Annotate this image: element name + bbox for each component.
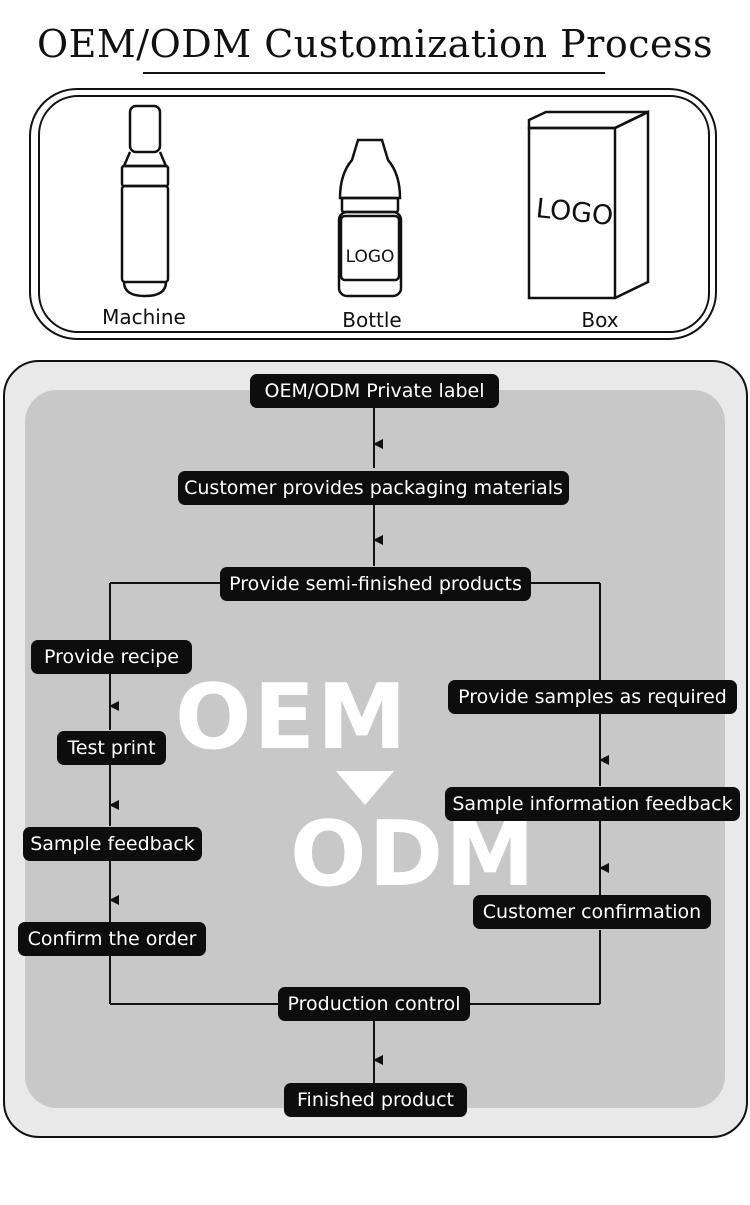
page-title: OEM/ODM Customization Process <box>36 22 713 66</box>
watermark-oem: OEM <box>175 665 409 770</box>
flow-right-provide-samples: Provide samples as required <box>448 680 737 714</box>
title-underline <box>143 72 605 74</box>
bottle-label: Bottle <box>342 308 402 332</box>
flow-left-provide-recipe: Provide recipe <box>31 640 192 674</box>
watermark-triangle-icon <box>336 771 394 805</box>
flow-right-sample-info-feedback: Sample information feedback <box>445 787 740 821</box>
bottle-logo: LOGO <box>345 247 395 267</box>
watermark-odm: ODM <box>290 802 537 907</box>
flow-left-sample-feedback: Sample feedback <box>23 827 202 861</box>
flow-left-confirm-order: Confirm the order <box>18 922 206 956</box>
products-panel-outer <box>29 88 717 340</box>
flow-step-packaging-materials: Customer provides packaging materials <box>178 471 569 505</box>
flow-right-customer-confirmation: Customer confirmation <box>473 895 711 929</box>
flow-step-semi-finished: Provide semi-finished products <box>220 567 531 601</box>
bottle-icon <box>337 138 403 298</box>
box-label: Box <box>581 308 619 332</box>
products-panel-inner <box>38 95 710 333</box>
flow-left-test-print: Test print <box>57 731 166 765</box>
machine-label: Machine <box>102 305 186 329</box>
flow-step-production-control: Production control <box>278 987 470 1021</box>
box-icon <box>527 110 650 300</box>
flow-step-finished-product: Finished product <box>284 1083 467 1117</box>
flow-step-private-label: OEM/ODM Private label <box>250 374 499 408</box>
machine-icon <box>120 104 170 298</box>
